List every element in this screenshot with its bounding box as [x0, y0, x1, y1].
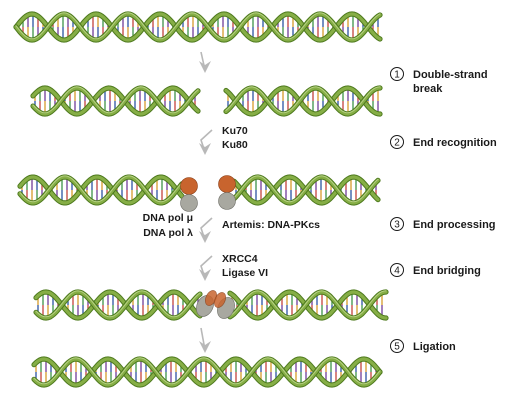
step-2-number: 2	[394, 138, 400, 149]
pol-mu-label: DNA pol μ	[143, 212, 193, 224]
step-2: 2 End recognition	[390, 135, 497, 149]
step-4-label: End bridging	[413, 265, 481, 277]
step-2-label: End recognition	[413, 137, 497, 149]
arrow-head	[199, 231, 211, 243]
ligase-label: Ligase VI	[222, 267, 268, 279]
dna-backbone-shine	[35, 290, 201, 318]
dna-ku-bound-ends	[17, 174, 381, 206]
dna-backbone-highlight	[232, 175, 380, 205]
dna-backbone-highlight	[34, 290, 202, 320]
dna-backbone-highlight	[228, 290, 388, 320]
dna-backbone-highlight	[224, 86, 382, 116]
ku-heterodimer-right	[218, 175, 236, 210]
step-4: 4 End bridging	[390, 263, 481, 277]
arrow-head	[199, 61, 211, 73]
artemis-label: Artemis: DNA-PKcs	[222, 219, 320, 231]
dna-double-strand-break	[30, 85, 383, 117]
dna-backbone-highlight	[224, 86, 382, 116]
dna-backbone-shine	[225, 86, 381, 114]
dna-backbone-highlight	[14, 12, 382, 42]
process-arrows	[199, 51, 213, 353]
step-5-label: Ligation	[413, 341, 456, 353]
arrow-head	[199, 143, 211, 155]
arrow-head	[199, 269, 211, 281]
dna-ligated	[31, 356, 383, 388]
step-4-number: 4	[394, 266, 400, 277]
dna-bridged-ends	[33, 289, 389, 321]
xrcc4-label: XRCC4	[222, 253, 258, 265]
step-5: 5 Ligation	[390, 339, 456, 353]
dna-backbone-shine	[15, 12, 381, 40]
step-1: 1 Double-strand break	[390, 67, 488, 95]
dna-backbone-highlight	[31, 86, 200, 116]
ligase-complex	[196, 290, 235, 319]
dna-backbone-shine	[32, 86, 199, 114]
dna-backbone-shine	[233, 175, 379, 203]
step-3: 3 End processing	[390, 217, 496, 231]
step-1-label: Double-strand	[413, 69, 488, 81]
step-1-number: 1	[394, 70, 400, 81]
pol-lambda-label: DNA pol λ	[143, 227, 193, 239]
ku70-label: Ku70	[222, 125, 248, 137]
dna-backbone-shine	[229, 290, 387, 318]
step-3-label: End processing	[413, 219, 496, 231]
dna-backbone-shine	[19, 175, 183, 203]
dna-backbone-highlight	[32, 357, 382, 387]
dna-backbone-highlight	[18, 175, 184, 205]
ku80-label: Ku80	[222, 139, 248, 151]
step-3-number: 3	[394, 220, 400, 231]
dna-backbone-highlight	[18, 175, 184, 205]
dna-backbone-highlight	[14, 12, 382, 42]
dna-intact	[13, 11, 383, 43]
dna-backbone-highlight	[228, 290, 388, 320]
arrow-head	[199, 341, 211, 353]
dna-backbone-shine	[33, 357, 381, 385]
ku-heterodimer-left	[180, 177, 198, 212]
step-5-number: 5	[394, 342, 400, 353]
step-1-label-line2: break	[413, 83, 443, 95]
